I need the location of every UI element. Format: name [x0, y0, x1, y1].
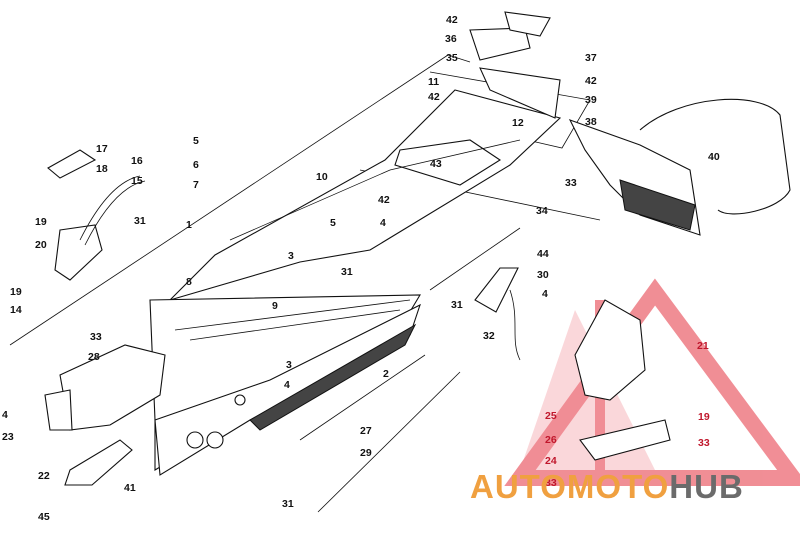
callout-33a: 33	[565, 177, 577, 189]
callout-3b: 3	[286, 359, 292, 371]
callout-4c: 4	[284, 379, 290, 391]
callout-40: 40	[708, 151, 720, 163]
callout-32: 32	[483, 330, 495, 342]
watermark-moto: MOTO	[567, 468, 669, 505]
callout-26: 26	[545, 434, 557, 446]
callout-15: 15	[131, 175, 143, 187]
front-bulkhead	[44, 344, 166, 431]
tunnel-top-plate	[169, 89, 562, 301]
callout-20: 20	[35, 239, 47, 251]
callout-12: 12	[512, 117, 524, 129]
callout-7: 7	[193, 179, 199, 191]
callout-30: 30	[537, 269, 549, 281]
callout-41: 41	[124, 482, 136, 494]
front-bumper	[64, 439, 133, 486]
callout-1: 1	[186, 219, 192, 231]
rear-top-brackets	[469, 11, 561, 119]
watermark-hub: HUB	[669, 468, 744, 505]
callout-14: 14	[10, 304, 22, 316]
watermark-auto: AUTO	[470, 468, 567, 505]
callout-5b: 5	[330, 217, 336, 229]
callout-33c: 33	[698, 437, 710, 449]
callout-17: 17	[96, 143, 108, 155]
watermark-text: AUTOMOTOHUB	[470, 468, 744, 505]
callout-33d: 33	[545, 477, 557, 489]
rear-flap-housing	[568, 119, 701, 236]
callout-21: 21	[697, 340, 709, 352]
callout-4d: 4	[2, 409, 8, 421]
callout-19a: 19	[35, 216, 47, 228]
callout-36: 36	[445, 33, 457, 45]
callout-45: 45	[38, 511, 50, 523]
callout-33b: 33	[90, 331, 102, 343]
steering-support	[47, 149, 146, 281]
svg-text:AUTOMOTOHUB: AUTOMOTOHUB	[470, 468, 744, 505]
callout-38: 38	[585, 116, 597, 128]
callout-31a: 31	[134, 215, 146, 227]
callout-27: 27	[360, 425, 372, 437]
callout-18: 18	[96, 163, 108, 175]
callout-24: 24	[545, 455, 557, 467]
watermark-logo	[504, 278, 800, 486]
callout-28: 28	[88, 351, 100, 363]
callout-42c: 42	[585, 75, 597, 87]
running-board	[474, 267, 521, 361]
callout-5a: 5	[193, 135, 199, 147]
callout-44: 44	[537, 248, 549, 260]
main-chassis-frame	[149, 294, 421, 476]
rear-bumper-hoop	[639, 98, 791, 215]
callout-42: 42	[446, 14, 458, 26]
callout-4a: 4	[380, 217, 386, 229]
callout-39: 39	[585, 94, 597, 106]
callout-31c: 31	[451, 299, 463, 311]
callout-25: 25	[545, 410, 557, 422]
callout-19b: 19	[10, 286, 22, 298]
callout-4b: 4	[542, 288, 548, 300]
callout-11: 11	[428, 76, 439, 88]
callout-35: 35	[446, 52, 458, 64]
callout-31d: 31	[282, 498, 294, 510]
callout-10: 10	[316, 171, 328, 183]
callout-42d: 42	[378, 194, 390, 206]
callout-23: 23	[2, 431, 14, 443]
callout-9: 9	[272, 300, 278, 312]
step-plate	[574, 299, 671, 461]
callout-19c: 19	[698, 411, 710, 423]
callout-31b: 31	[341, 266, 353, 278]
callout-29: 29	[360, 447, 372, 459]
callout-2: 2	[383, 368, 389, 380]
callout-43: 43	[430, 158, 442, 170]
callout-6: 6	[193, 159, 199, 171]
callout-37: 37	[585, 52, 597, 64]
callout-34: 34	[536, 205, 548, 217]
callout-22: 22	[38, 470, 50, 482]
callout-16: 16	[131, 155, 143, 167]
callout-42b: 42	[428, 91, 440, 103]
callout-8: 8	[186, 276, 192, 288]
callout-3a: 3	[288, 250, 294, 262]
rear-rails	[299, 227, 521, 513]
